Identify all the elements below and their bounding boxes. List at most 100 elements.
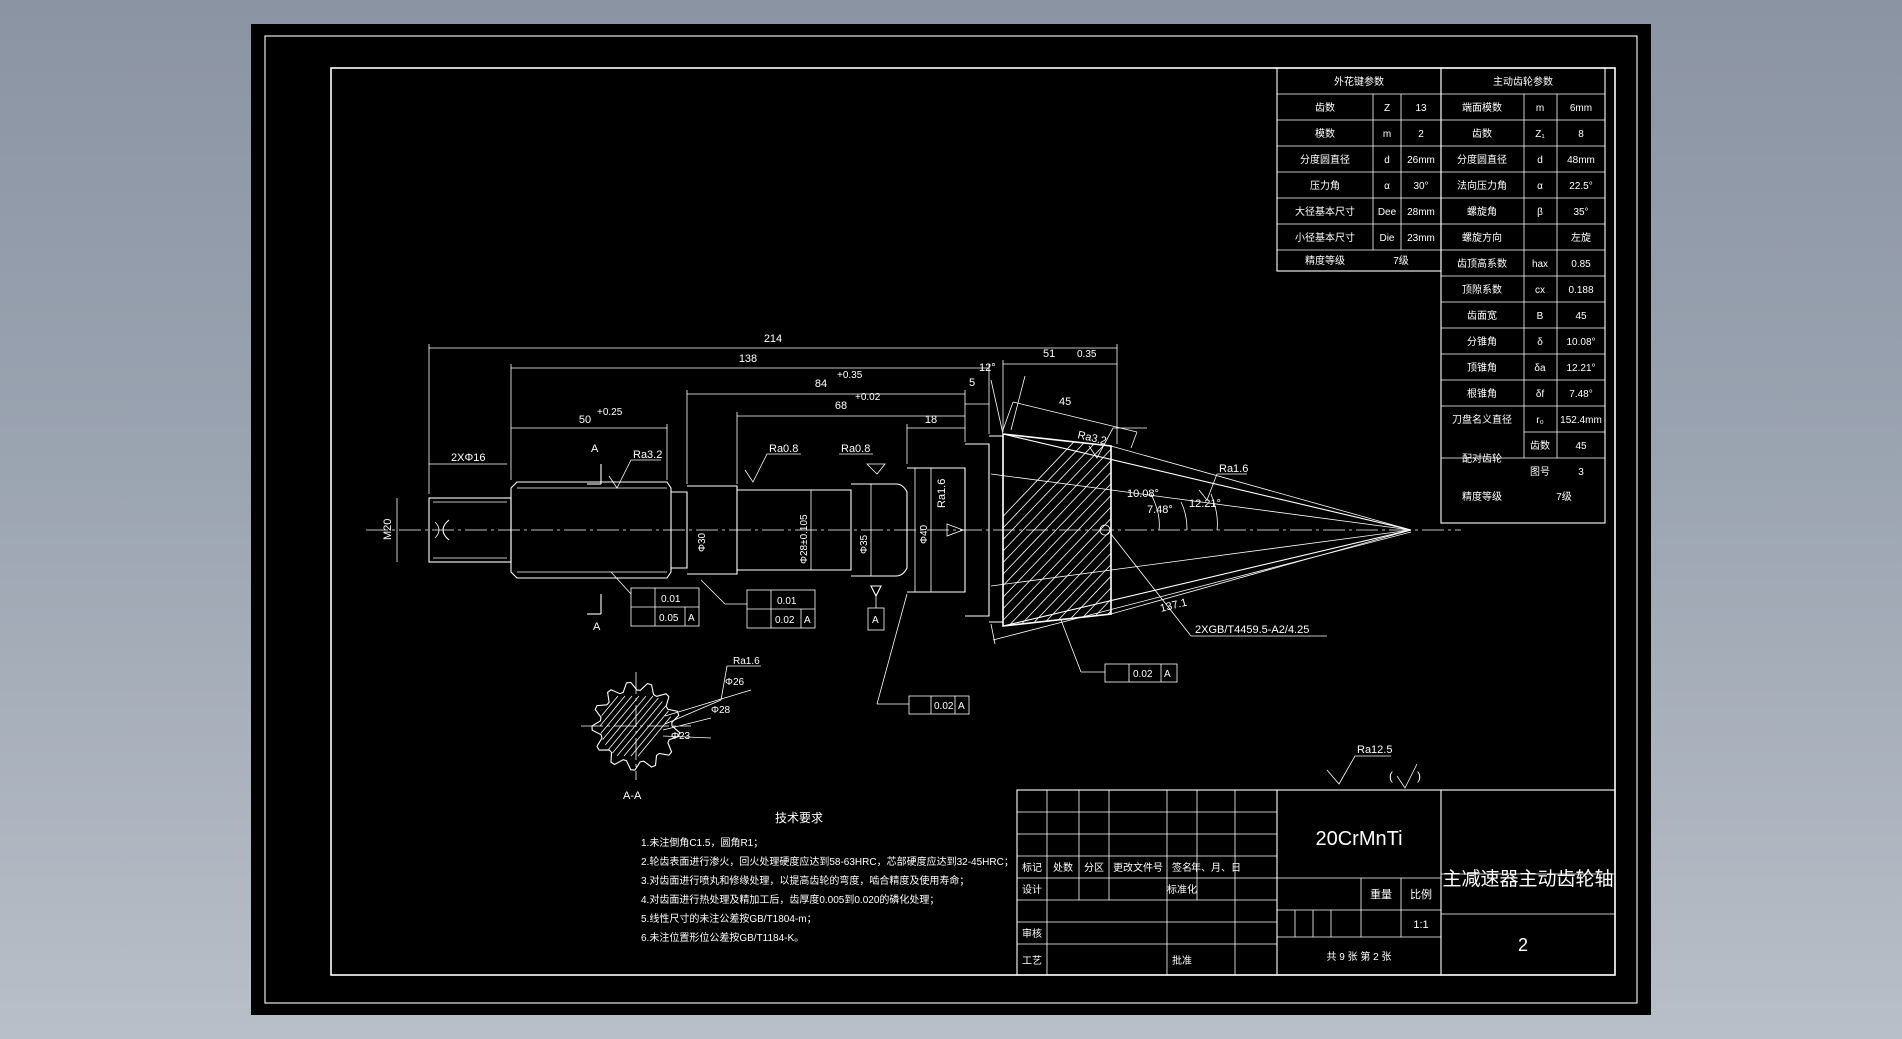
- cell: 23mm: [1407, 233, 1435, 244]
- gear-table-cell: 齿数: [1472, 127, 1492, 140]
- dim-phi30: Φ30: [697, 532, 708, 552]
- gear-table-cell: 0.85: [1571, 259, 1591, 270]
- cell: 模数: [1315, 127, 1335, 140]
- tb-label-date: 年、月、日: [1191, 861, 1241, 874]
- tb-label-design: 设计: [1022, 883, 1042, 896]
- tb-scale: 比例: [1410, 887, 1432, 901]
- gear-table-cell: α: [1537, 181, 1543, 192]
- material-label: 20CrMnTi: [1315, 828, 1402, 850]
- section-dim-phi26: Φ26: [725, 677, 745, 688]
- tol-frame-1-value2: 0.05: [659, 613, 679, 624]
- gear-table-cell: 22.5°: [1569, 181, 1592, 192]
- dimension-lines: 214 138 84 +0.35 68 +0.02 50 +0.25 18 5 …: [382, 333, 1412, 645]
- cell: Dee: [1378, 207, 1397, 218]
- dim-138: 138: [739, 353, 757, 365]
- gear-table-cell: r₀: [1536, 415, 1543, 426]
- spline-table-header: 外花键参数: [1334, 75, 1384, 88]
- tol-frame-4-datum: A: [1164, 669, 1171, 680]
- gear-table-cell: 分锥角: [1467, 336, 1497, 348]
- dim-68-tolerance: +0.02: [855, 392, 881, 403]
- dim-50-tolerance: +0.25: [597, 407, 623, 418]
- tb-label-review: 审核: [1022, 927, 1042, 940]
- gear-table-cell: 顶隙系数: [1462, 283, 1502, 296]
- gear-table-cell: d: [1537, 155, 1543, 166]
- gear-table-cell: 齿顶高系数: [1457, 257, 1507, 270]
- gear-table-cell: m: [1536, 103, 1544, 114]
- cell: Z: [1384, 103, 1390, 114]
- tb-label-change-doc: 更改文件号: [1113, 861, 1163, 874]
- roughness-ra125-general: Ra12.5: [1357, 744, 1392, 756]
- dim-5: 5: [969, 377, 975, 389]
- gear-table-cell: δa: [1534, 363, 1546, 374]
- roughness-ra32-gear: Ra3.2: [1076, 429, 1107, 447]
- tech-line-6: 6.未注位置形位公差按GB/T1184-K。: [641, 931, 804, 944]
- gear-section-hatching: [1003, 434, 1111, 626]
- gear-table-cell: 齿数: [1530, 439, 1550, 452]
- gear-table-cell: 7.48°: [1569, 389, 1592, 400]
- cell: 齿数: [1315, 101, 1335, 114]
- tol-frame-2-datum: A: [804, 615, 811, 626]
- tech-line-4: 4.对齿面进行热处理及精加工后，齿厚度0.005到0.020的磷化处理；: [641, 893, 939, 906]
- roughness-ra16-phi40: Ra1.6: [936, 479, 948, 508]
- dim-51-tolerance: 0.35: [1077, 349, 1097, 360]
- tech-line-5: 5.线性尺寸的未注公差按GB/T1804-m；: [641, 912, 817, 925]
- gear-table-cell: 顶锥角: [1467, 362, 1497, 374]
- shaft-outline: [366, 433, 1461, 627]
- tech-line-1: 1.未注倒角C1.5，圆角R1；: [641, 836, 763, 849]
- gear-parameter-table: 主动齿轮参数: [1440, 67, 1606, 524]
- tol-frame-2-value: 0.01: [777, 596, 797, 607]
- gear-table-cell: 6mm: [1570, 103, 1592, 114]
- gear-table-cell: 8: [1578, 129, 1584, 140]
- tb-sheet-count: 共 9 张 第 2 张: [1326, 950, 1391, 963]
- gear-table-cell: 精度等级: [1462, 490, 1502, 503]
- tb-label-standard: 标准化: [1167, 883, 1197, 896]
- part-name: 主减速器主动齿轮轴: [1442, 868, 1613, 890]
- gear-table-cell: 12.21°: [1566, 363, 1595, 374]
- svg-text:(: (: [1389, 769, 1393, 783]
- cell: 13: [1415, 103, 1427, 114]
- angle-10-08: 10.08°: [1127, 488, 1159, 500]
- tech-line-2: 2.轮齿表面进行渗火，回火处理硬度应达到58-63HRC，芯部硬度应达到32-4…: [641, 855, 1014, 868]
- title-block: 标记 处数 分区 更改文件号 签名 年、月、日 设计 标准化 审核 工艺 批准 …: [1016, 789, 1616, 976]
- cell: 30°: [1413, 181, 1428, 192]
- dim-m20: M20: [382, 519, 394, 540]
- cell: 大径基本尺寸: [1295, 205, 1355, 218]
- cell: 26mm: [1407, 155, 1435, 166]
- spline-profile: [591, 681, 681, 771]
- dim-51: 51: [1043, 348, 1055, 360]
- gear-table-cell: 152.4mm: [1560, 415, 1602, 426]
- drawing-sheet: 外花键参数 齿数 Z 13 模数 m 2 分度圆直径 d 26mm 压力角 α …: [251, 24, 1651, 1015]
- section-dim-phi28: Φ28: [711, 705, 731, 716]
- gear-table-cell: 35°: [1573, 207, 1588, 218]
- gear-table-cell: 齿面宽: [1467, 309, 1497, 322]
- gear-table-cell: 10.08°: [1566, 337, 1595, 348]
- gear-table-cell: 48mm: [1567, 155, 1595, 166]
- gear-table-cell: hax: [1532, 259, 1548, 270]
- center-hole-note: 2XGB/T4459.5-A2/4.25: [1195, 624, 1309, 636]
- gear-table-cell: 螺旋方向: [1462, 231, 1502, 244]
- gear-table-cell: Z₁: [1535, 129, 1545, 140]
- inner-border: [330, 67, 1616, 976]
- drawing-number: 2: [1518, 935, 1528, 955]
- gear-table-header: 主动齿轮参数: [1493, 75, 1553, 88]
- section-mark-a-top: A: [591, 443, 599, 455]
- gear-table-cell: δf: [1536, 389, 1545, 400]
- gear-table-cell: 配对齿轮: [1462, 452, 1502, 465]
- tol-frame-4-value: 0.02: [1133, 669, 1153, 680]
- outer-border: [264, 35, 1638, 1004]
- section-label-a-a: A-A: [623, 790, 642, 802]
- roughness-ra08-a: Ra0.8: [769, 443, 798, 455]
- dim-84-tolerance: +0.35: [837, 370, 863, 381]
- dim-phi40: Φ40: [919, 524, 930, 544]
- gear-table-cell: 图号: [1530, 466, 1550, 478]
- section-dim-phi23: Φ23: [671, 731, 691, 742]
- gear-table-cell: 刀盘名义直径: [1452, 413, 1512, 426]
- cell: 2: [1418, 129, 1424, 140]
- tb-label-sign: 签名: [1172, 861, 1192, 874]
- gear-table-cell: 0.188: [1568, 285, 1593, 296]
- gear-table-cell: β: [1537, 207, 1543, 218]
- tol-frame-1-value: 0.01: [661, 594, 681, 605]
- gear-table-cell: B: [1537, 311, 1544, 322]
- tolerance-frames: 0.01 0.05 A 0.01 0.02 A A 0.02 A 0.02 A: [610, 571, 1178, 715]
- gear-table-cell: 7级: [1556, 491, 1572, 503]
